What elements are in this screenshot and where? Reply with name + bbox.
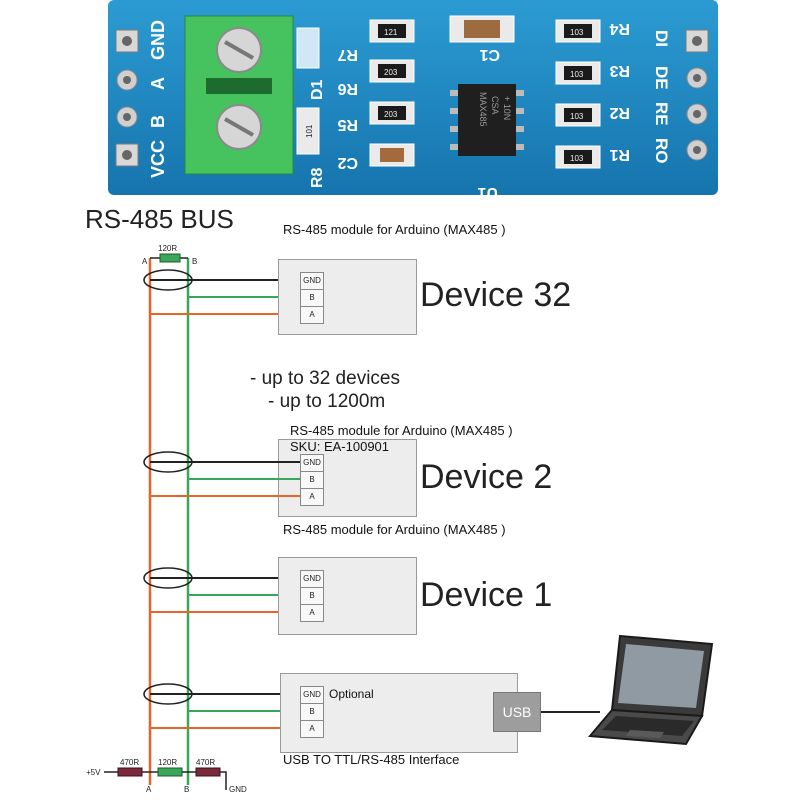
resistor-r7: 121 (369, 19, 415, 43)
resistor-r2: 103 (555, 103, 601, 127)
pcb-label-r3: R3 (609, 62, 630, 79)
module-caption-1: RS-485 module for Arduino (MAX485 ) (283, 522, 506, 537)
svg-text:103: 103 (570, 70, 584, 79)
left-header-pins (115, 29, 139, 167)
svg-text:103: 103 (570, 28, 584, 37)
resistor-r1: 103 (555, 145, 601, 169)
pcb-label-de: DE (652, 66, 671, 90)
bus-title: RS-485 BUS (85, 204, 234, 234)
wire-a-label-bottom: A (146, 785, 152, 794)
supply-label: +5V (86, 768, 101, 777)
pcb-label-ro: RO (652, 138, 671, 164)
device-2-label: Device 2 (420, 458, 553, 496)
sku-label: SKU: EA-100901 (290, 439, 390, 454)
pin-gnd-32: GND (300, 272, 324, 290)
pin-a-2: A (300, 488, 324, 506)
pcb-label-r5: R5 (337, 116, 358, 133)
pin-a-1: A (300, 604, 324, 622)
wire-a-label-top: A (142, 257, 148, 266)
pcb-label-vcc: VCC (148, 140, 168, 178)
bias-resistor-2-label: 470R (196, 758, 215, 767)
bias-resistor-1-label: 470R (120, 758, 139, 767)
pcb-label-r8: R8 (309, 167, 326, 188)
svg-text:203: 203 (384, 68, 398, 77)
device-32-label: Device 32 (420, 276, 572, 314)
capacitor-c2 (369, 143, 415, 167)
pin-b-32: B (300, 289, 324, 307)
pcb-label-r1: R1 (609, 146, 630, 163)
resistor-r5: 203 (369, 101, 415, 125)
note-device-count: - up to 32 devices (250, 368, 400, 389)
pin-b-usb: B (300, 703, 324, 721)
svg-text:121: 121 (384, 28, 398, 37)
svg-text:203: 203 (384, 110, 398, 119)
led-d1 (296, 27, 320, 69)
pin-gnd-usb: GND (300, 686, 324, 704)
terminator-top-label: 120R (158, 244, 177, 253)
resistor-r8 (296, 107, 320, 155)
svg-text:CSA: CSA (490, 96, 500, 115)
resistor-r6: 203 (369, 59, 415, 83)
terminator-resistor-top (159, 253, 181, 263)
bias-resistor-2 (195, 767, 221, 777)
pcb-label-r7: R7 (337, 46, 358, 63)
pcb-label-di: DI (652, 30, 671, 47)
terminator-resistor-bottom (157, 767, 183, 777)
resistor-r4: 103 (555, 19, 601, 43)
gnd-label: GND (229, 785, 247, 794)
device-1-label: Device 1 (420, 576, 553, 614)
pin-b-2: B (300, 471, 324, 489)
terminator-bottom-label: 120R (158, 758, 177, 767)
pcb-label-d1: D1 (309, 79, 326, 100)
svg-text:MAX485: MAX485 (478, 92, 488, 127)
device-32-box (278, 259, 417, 335)
screw-terminal (184, 15, 294, 175)
right-header-pins (685, 29, 709, 161)
pin-gnd-1: GND (300, 570, 324, 588)
pcb-label-c1: C1 (479, 46, 500, 63)
pcb-label-b: B (148, 115, 168, 128)
optional-label: Optional (329, 687, 374, 701)
wire-b-label-top: B (192, 257, 197, 266)
code-r8: 101 (305, 124, 314, 138)
resistor-r3: 103 (555, 61, 601, 85)
pin-a-usb: A (300, 720, 324, 738)
pcb-label-a: A (148, 77, 168, 90)
pin-gnd-2: GND (300, 454, 324, 472)
max485-chip: MAX485 CSA + 10N (450, 84, 524, 156)
laptop-icon (586, 632, 716, 750)
svg-text:103: 103 (570, 112, 584, 121)
usb-port: USB (493, 692, 541, 732)
rs485-module-pcb: GND A B VCC 101 D1 R8 R7 R6 R5 C2 121 20… (108, 0, 718, 201)
pcb-label-gnd: GND (148, 20, 168, 60)
note-max-distance: - up to 1200m (268, 391, 386, 412)
pcb-label-c2: C2 (337, 154, 358, 171)
wire-b-label-bottom: B (184, 785, 189, 794)
capacitor-c1 (449, 15, 515, 43)
svg-text:103: 103 (570, 154, 584, 163)
pcb-label-re: RE (652, 102, 671, 126)
bias-resistor-1 (117, 767, 143, 777)
usb-interface-caption: USB TO TTL/RS-485 Interface (283, 752, 460, 767)
pcb-label-r6: R6 (337, 80, 358, 97)
pin-a-32: A (300, 306, 324, 324)
pcb-label-r2: R2 (609, 104, 630, 121)
module-caption-32: RS-485 module for Arduino (MAX485 ) (283, 222, 506, 237)
device-1-box (278, 557, 417, 635)
module-caption-2: RS-485 module for Arduino (MAX485 ) (290, 423, 513, 438)
pcb-label-r4: R4 (609, 20, 630, 37)
pin-b-1: B (300, 587, 324, 605)
svg-text:+ 10N: + 10N (502, 96, 512, 120)
